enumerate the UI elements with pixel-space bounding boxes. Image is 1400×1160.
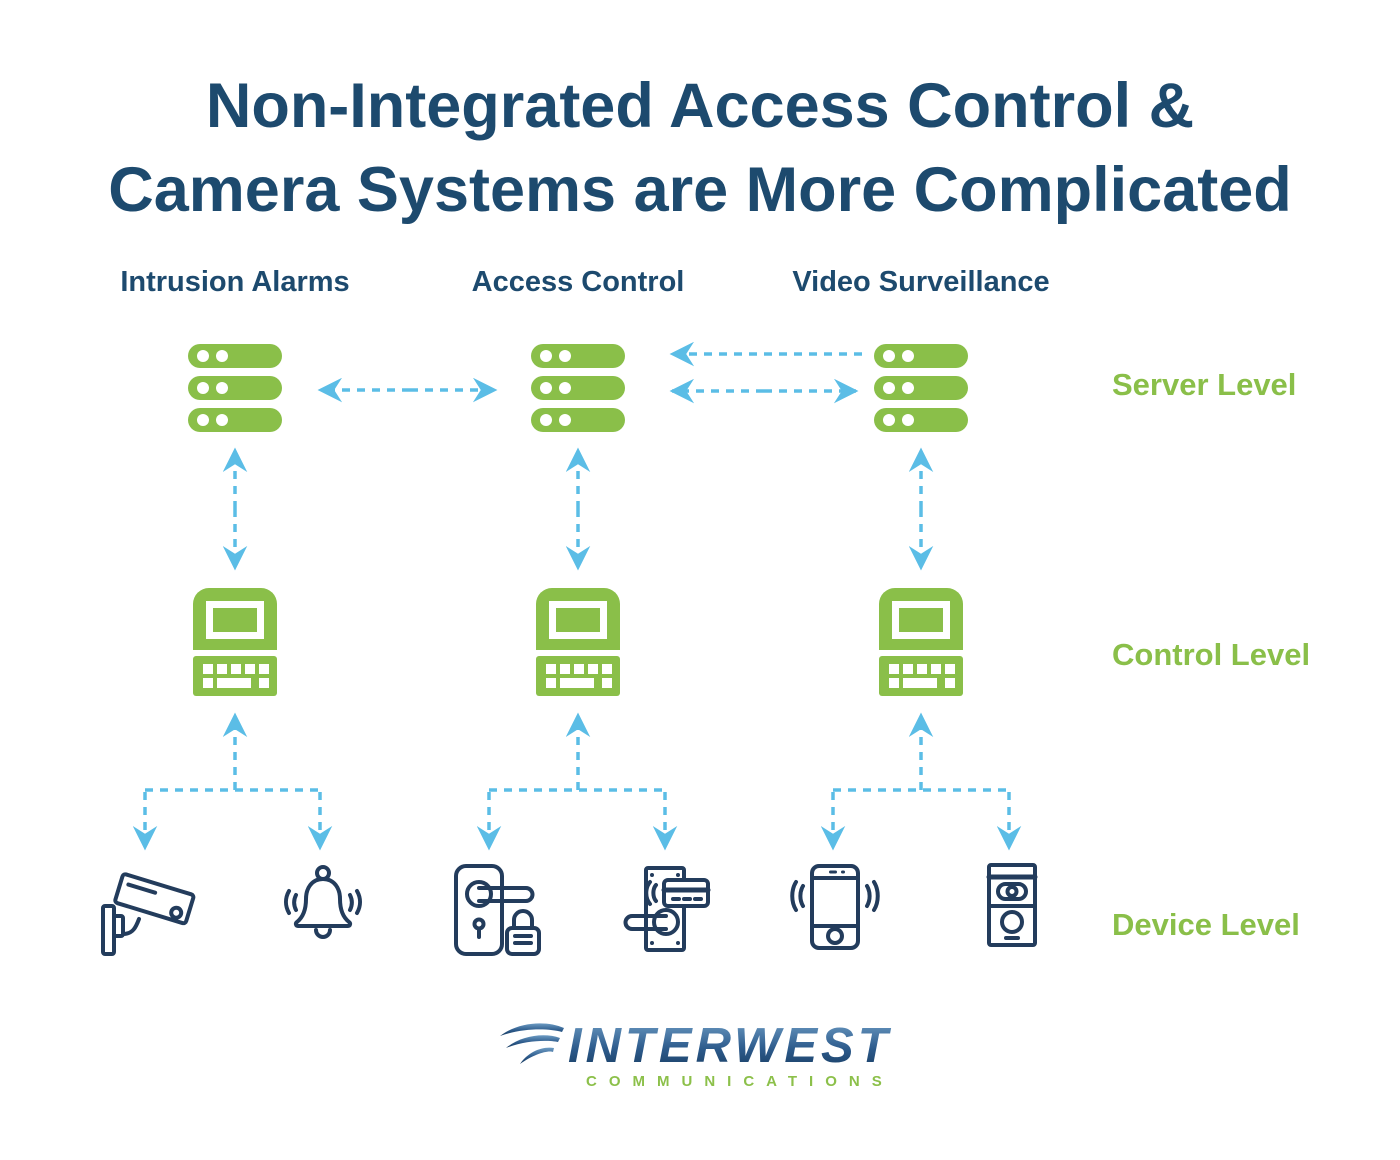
card-reader-handle-icon [623,866,711,952]
arrow-devices-control-intrusion [132,712,333,851]
smartphone-icon [790,864,880,950]
logo-tagline-text: COMMUNICATIONS [586,1073,894,1090]
logo-brand-text: INTERWEST [568,1019,892,1073]
title-line-2: Camera Systems are More Complicated [108,155,1292,225]
server-level-label: Server Level [1112,367,1297,402]
server-stack-icon-video [874,344,968,432]
control-panel-icon-access [536,588,620,696]
device-level-label: Device Level [1112,907,1300,942]
interwest-logo: INTERWEST COMMUNICATIONS [500,1019,894,1090]
alarm-bell-icon [284,865,362,939]
control-level-label: Control Level [1112,637,1311,672]
video-doorbell-icon [986,863,1038,947]
title-line-1: Non-Integrated Access Control & [205,71,1195,141]
control-panel-icon-video [879,588,963,696]
arrow-devices-control-video [820,712,1022,851]
arrow-devices-control-access [476,712,678,851]
door-lock-handle-icon [454,864,541,956]
column-header-access-control: Access Control [471,266,685,298]
server-stack-icon-access [531,344,625,432]
page-title: Non-Integrated Access Control & Camera S… [0,64,1400,232]
logo-swoosh-icon [500,1023,564,1064]
server-stack-icon-intrusion [188,344,282,432]
column-header-video-surveillance: Video Surveillance [792,266,1050,298]
column-header-intrusion-alarms: Intrusion Alarms [120,266,350,298]
control-panel-icon-intrusion [193,588,277,696]
cctv-camera-icon [101,872,196,956]
